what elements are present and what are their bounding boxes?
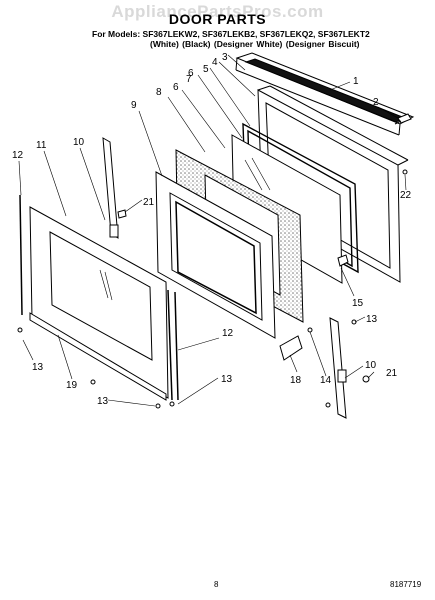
model-variants: (White) (Black) (Designer White) (Design… — [150, 39, 360, 49]
part-screw-2 — [394, 113, 412, 125]
callout-22: 22 — [400, 190, 412, 201]
callout-12: 12 — [12, 150, 24, 161]
callout-9: 9 — [131, 100, 137, 111]
callout-10b: 10 — [365, 360, 377, 371]
document-number: 8187719 — [390, 580, 422, 589]
callout-labels: 1 2 3 4 5 6 6 7 8 9 10 11 12 13 21 22 15… — [12, 52, 412, 407]
page-number: 8 — [214, 580, 219, 589]
part-brackets — [117, 209, 370, 383]
callout-8: 8 — [156, 87, 162, 98]
callout-6a: 6 — [188, 68, 194, 79]
callout-13b: 13 — [366, 314, 378, 325]
callout-4: 4 — [212, 57, 218, 68]
part-hinge-right — [329, 317, 347, 419]
callout-14: 14 — [320, 375, 332, 386]
callout-12b: 12 — [222, 328, 234, 339]
screws — [17, 169, 408, 409]
leader-lines — [18, 54, 407, 407]
part-door-frame — [155, 171, 276, 339]
callout-13: 13 — [32, 362, 44, 373]
callout-21: 21 — [143, 197, 155, 208]
callout-11: 11 — [36, 140, 47, 151]
part-outer-door-glass — [29, 206, 169, 399]
callout-6b: 6 — [173, 82, 179, 93]
part-bottom-trim — [29, 312, 167, 401]
part-hinge-left — [102, 137, 119, 239]
callout-13c: 13 — [221, 374, 233, 385]
callout-18: 18 — [290, 375, 302, 386]
callout-13d: 13 — [97, 396, 109, 407]
callout-7: 7 — [186, 74, 192, 85]
page-title: DOOR PARTS — [168, 11, 267, 27]
callout-19: 19 — [66, 380, 78, 391]
part-side-trim — [19, 194, 179, 401]
watermark: AppliancePartsPros.com — [111, 2, 324, 21]
callout-1: 1 — [353, 76, 359, 87]
callout-21b: 21 — [386, 368, 398, 379]
part-door-trim — [235, 52, 415, 136]
callout-10: 10 — [73, 137, 85, 148]
callout-2: 2 — [373, 97, 379, 108]
callout-5: 5 — [203, 64, 209, 75]
callout-3: 3 — [222, 52, 228, 63]
callout-15: 15 — [352, 298, 364, 309]
model-list: For Models: SF367LEKW2, SF367LEKB2, SF36… — [92, 29, 370, 39]
